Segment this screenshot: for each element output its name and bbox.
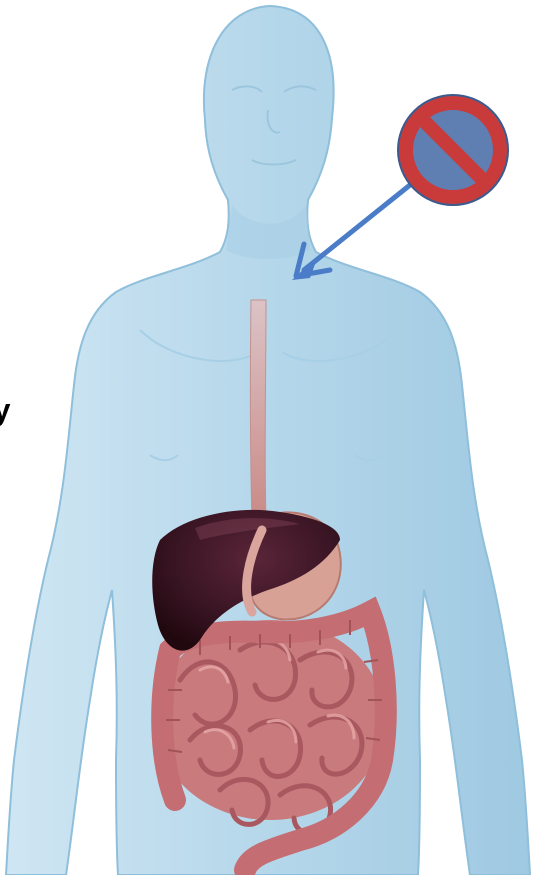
arrow-icon [304, 185, 410, 270]
esophagus [250, 300, 266, 522]
prohibition-sign-icon [398, 95, 508, 205]
